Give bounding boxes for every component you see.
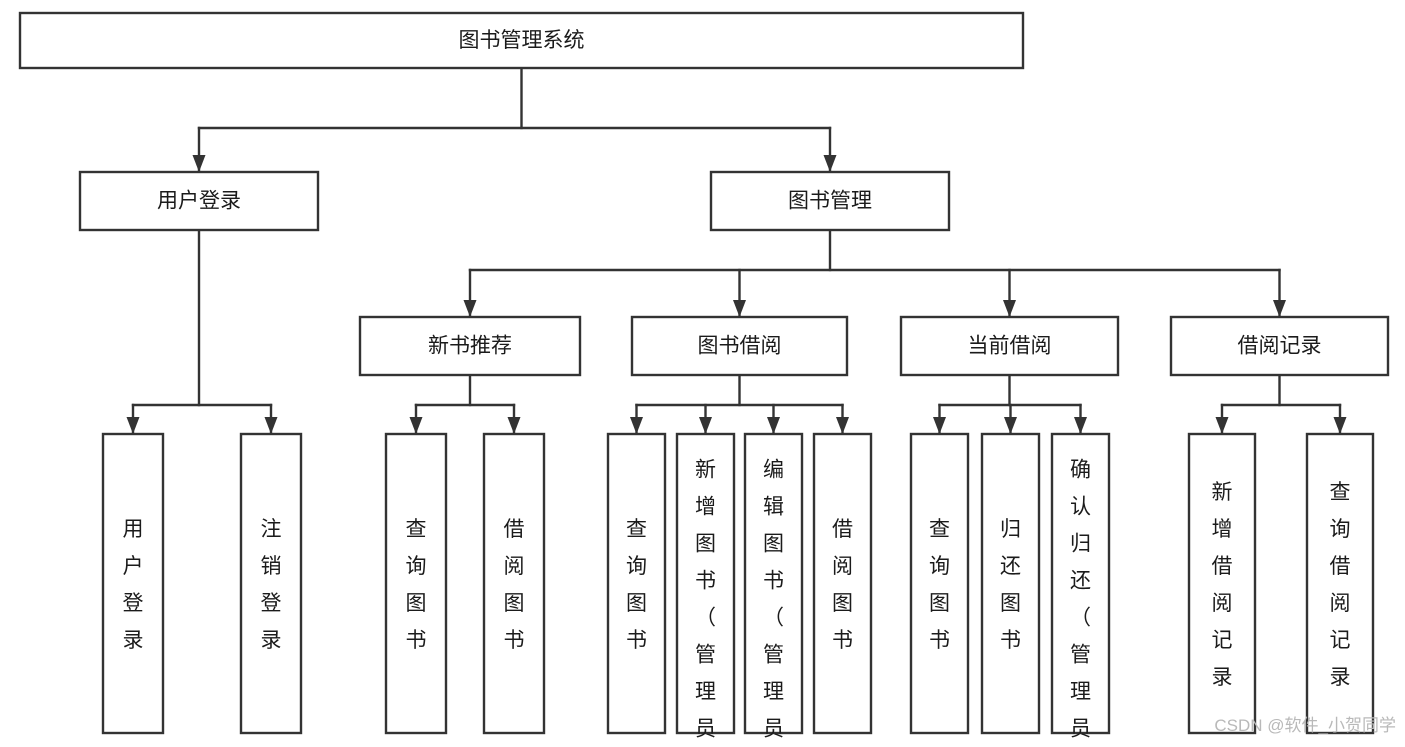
- arrow-head-icon: [699, 417, 712, 434]
- node-box[interactable]: [1187, 432, 1257, 735]
- node-label: 注销登录: [261, 518, 282, 652]
- arrow-head-icon: [409, 417, 423, 434]
- connector-group: [463, 228, 1286, 319]
- node-label: 借阅图书: [504, 518, 525, 652]
- node-leaf-borrow-book-2[interactable]: 借阅图书: [812, 432, 873, 735]
- arrow-head-icon: [1003, 300, 1016, 317]
- arrow-head-icon: [126, 417, 140, 434]
- node-label: 用户登录: [123, 518, 144, 652]
- connector-group: [630, 373, 849, 436]
- node-leaf-add-book[interactable]: 新增图书（管理员）: [675, 432, 736, 747]
- node-label: 归还图书: [1000, 518, 1021, 652]
- node-leaf-query-book-3[interactable]: 查询图书: [909, 432, 970, 735]
- node-label: 查询图书: [406, 518, 427, 652]
- arrow-head-icon: [630, 417, 643, 434]
- arrow-head-icon: [507, 417, 521, 434]
- node-label: 当前借阅: [968, 335, 1052, 358]
- arrow-head-icon: [1333, 417, 1347, 434]
- node-leaf-borrow-book-1[interactable]: 借阅图书: [482, 432, 546, 735]
- node-label: 查询图书: [626, 518, 647, 652]
- node-box[interactable]: [18, 11, 1025, 70]
- node-leaf-logout[interactable]: 注销登录: [239, 432, 303, 735]
- connector-group: [126, 228, 278, 436]
- node-leaf-query-record[interactable]: 查询借阅记录: [1305, 432, 1375, 735]
- connector-group: [192, 66, 837, 174]
- node-leaf-user-login[interactable]: 用户登录: [101, 432, 165, 735]
- node-label: 用户登录: [157, 190, 241, 213]
- arrow-head-icon: [1004, 417, 1017, 434]
- node-leaf-add-record[interactable]: 新增借阅记录: [1187, 432, 1257, 735]
- arrow-head-icon: [836, 417, 849, 434]
- node-label: 借阅图书: [832, 518, 853, 652]
- node-label: 图书管理: [788, 190, 872, 213]
- node-label: 查询借阅记录: [1330, 481, 1351, 689]
- node-box[interactable]: [101, 432, 165, 735]
- node-box[interactable]: [980, 432, 1041, 735]
- arrow-head-icon: [1074, 417, 1087, 434]
- node-box[interactable]: [482, 432, 546, 735]
- node-borrow-record[interactable]: 借阅记录: [1169, 315, 1390, 377]
- node-root[interactable]: 图书管理系统: [18, 11, 1025, 70]
- node-box[interactable]: [630, 315, 849, 377]
- connector-group: [1215, 373, 1347, 436]
- arrow-head-icon: [933, 417, 946, 434]
- edges-layer: [126, 66, 1347, 436]
- node-box[interactable]: [1305, 432, 1375, 735]
- node-leaf-return-book[interactable]: 归还图书: [980, 432, 1041, 735]
- node-label: 图书借阅: [698, 335, 782, 358]
- arrow-head-icon: [264, 417, 278, 434]
- arrow-head-icon: [767, 417, 780, 434]
- node-current-borrow[interactable]: 当前借阅: [899, 315, 1120, 377]
- arrow-head-icon: [1215, 417, 1229, 434]
- node-box[interactable]: [709, 170, 951, 232]
- node-box[interactable]: [812, 432, 873, 735]
- connector-group: [409, 373, 521, 436]
- arrow-head-icon: [192, 155, 206, 172]
- node-box[interactable]: [78, 170, 320, 232]
- node-label: 编辑图书（管理员）: [763, 459, 784, 747]
- node-box[interactable]: [675, 432, 736, 735]
- arrow-head-icon: [1273, 300, 1286, 317]
- node-book-manage[interactable]: 图书管理: [709, 170, 951, 232]
- node-box[interactable]: [239, 432, 303, 735]
- node-box[interactable]: [358, 315, 582, 377]
- node-box[interactable]: [606, 432, 667, 735]
- watermark-label: CSDN @软件_小贺同学: [1214, 716, 1396, 735]
- node-box[interactable]: [1169, 315, 1390, 377]
- nodes-layer: 图书管理系统用户登录图书管理新书推荐图书借阅当前借阅借阅记录用户登录注销登录查询…: [18, 11, 1390, 747]
- node-box[interactable]: [384, 432, 448, 735]
- arrow-head-icon: [463, 300, 477, 317]
- node-leaf-query-book-1[interactable]: 查询图书: [384, 432, 448, 735]
- node-label: 新书推荐: [428, 335, 512, 358]
- node-label: 新增借阅记录: [1212, 481, 1233, 689]
- arrow-head-icon: [733, 300, 746, 317]
- node-label: 借阅记录: [1238, 335, 1322, 358]
- node-label: 新增图书（管理员）: [695, 459, 716, 747]
- arrow-head-icon: [823, 155, 837, 172]
- node-box[interactable]: [1050, 432, 1111, 735]
- node-new-book-recommend[interactable]: 新书推荐: [358, 315, 582, 377]
- node-box[interactable]: [899, 315, 1120, 377]
- node-label: 查询图书: [929, 518, 950, 652]
- node-user-login[interactable]: 用户登录: [78, 170, 320, 232]
- node-leaf-query-book-2[interactable]: 查询图书: [606, 432, 667, 735]
- node-label: 图书管理系统: [459, 29, 585, 52]
- node-leaf-confirm-return[interactable]: 确认归还（管理员）: [1050, 432, 1111, 747]
- connector-group: [933, 373, 1087, 436]
- node-leaf-edit-book[interactable]: 编辑图书（管理员）: [743, 432, 804, 747]
- node-label: 确认归还（管理员）: [1070, 459, 1091, 747]
- node-box[interactable]: [743, 432, 804, 735]
- node-book-borrow[interactable]: 图书借阅: [630, 315, 849, 377]
- node-box[interactable]: [909, 432, 970, 735]
